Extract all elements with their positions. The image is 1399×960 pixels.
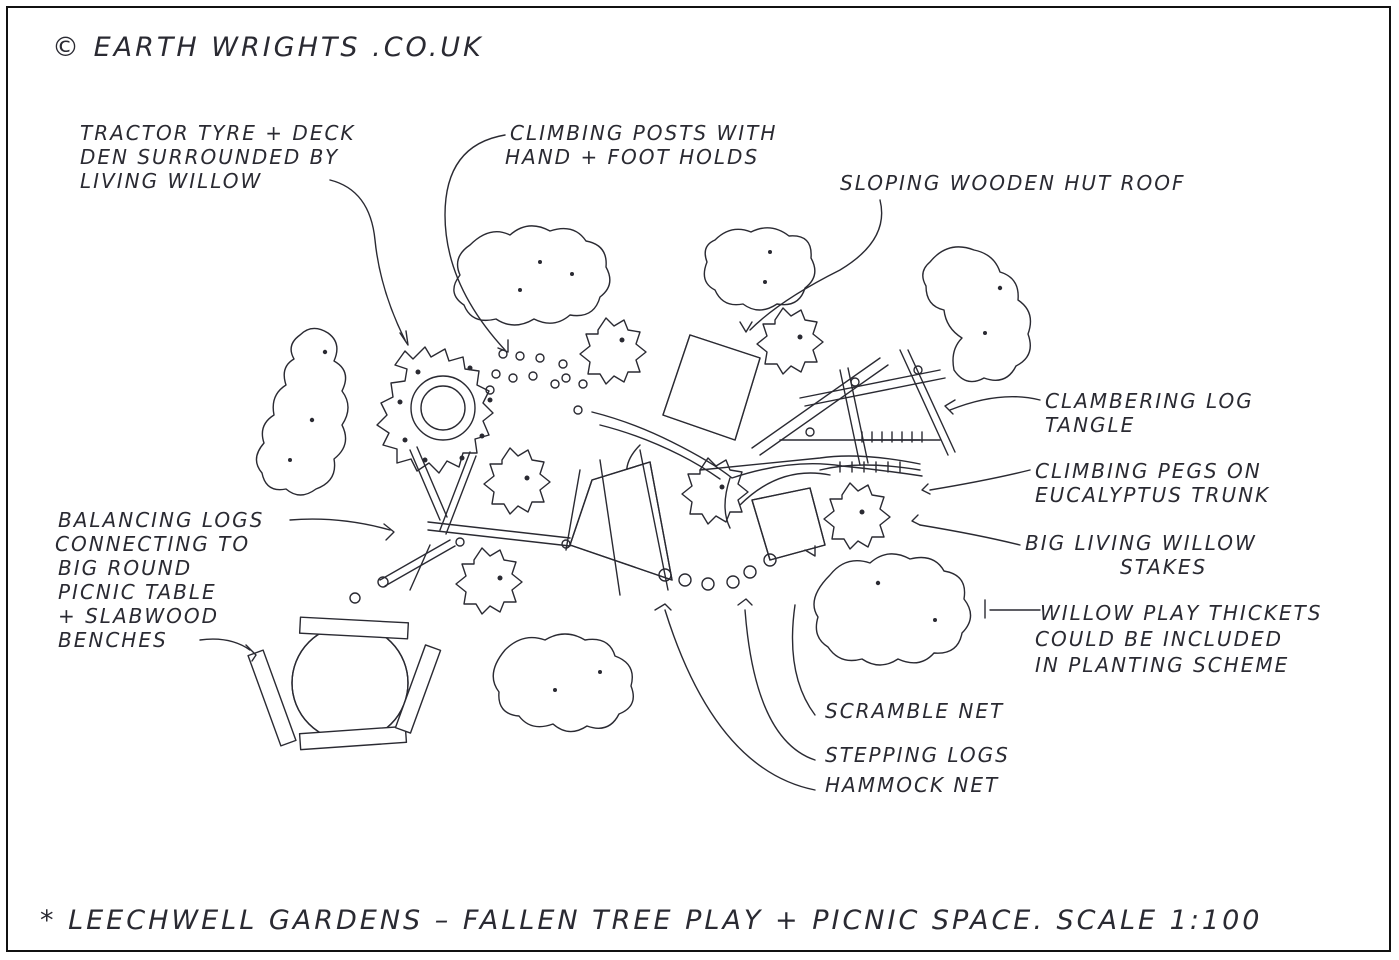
- scramble-net: [739, 472, 831, 561]
- label-tractor-tyre: TRACTOR TYRE + DECK DEN SURROUNDED BY LI…: [80, 121, 364, 193]
- label-scramble-net: SCRAMBLE NET: [825, 699, 1004, 723]
- tree-1: [579, 317, 647, 385]
- planting-shrubs: [255, 225, 1032, 733]
- clambering-log-tangle: [751, 349, 956, 466]
- label-willow-thickets: WILLOW PLAY THICKETS COULD BE INCLUDED I…: [1035, 601, 1331, 677]
- stepping-logs: [658, 553, 777, 591]
- shrub-left-tall: [255, 327, 349, 496]
- wooden-hut-roof: [662, 334, 761, 441]
- shrub-bottom-centre: [492, 633, 634, 733]
- label-climbing-posts: CLIMBING POSTS WITH HAND + FOOT HOLDS: [505, 121, 786, 169]
- balancing-logs: [349, 446, 571, 604]
- small-trees: [455, 307, 891, 615]
- shrub-top-left: [453, 225, 611, 326]
- drawing-frame: [6, 6, 1391, 952]
- tree-2: [756, 307, 824, 375]
- climbing-posts: [485, 349, 588, 415]
- label-willow-stakes: BIG LIVING WILLOW STAKES: [1025, 531, 1265, 579]
- label-hammock-net: HAMMOCK NET: [825, 773, 999, 797]
- copyright-text: © EARTH WRIGHTS .CO.UK: [52, 32, 484, 63]
- tree-3: [483, 447, 551, 515]
- label-log-tangle: CLAMBERING LOG TANGLE: [1045, 389, 1262, 437]
- tree-6: [823, 482, 891, 550]
- leader-lines: [199, 134, 1041, 791]
- label-hut-roof: SLOPING WOODEN HUT ROOF: [840, 171, 1186, 195]
- picnic-table: [247, 616, 442, 751]
- shrub-top-right: [922, 246, 1032, 383]
- label-climbing-pegs: CLIMBING PEGS ON EUCALYPTUS TRUNK: [1035, 459, 1270, 507]
- shrub-bottom-right: [813, 553, 972, 666]
- label-balancing-logs: BALANCING LOGS CONNECTING TO BIG ROUND P…: [55, 508, 273, 652]
- tree-5: [455, 547, 523, 615]
- annotations: TRACTOR TYRE + DECK DEN SURROUNDED BY LI…: [55, 121, 1331, 797]
- shrub-top-centre: [703, 227, 816, 311]
- climbing-pegs: [819, 431, 923, 473]
- label-stepping-logs: STEPPING LOGS: [825, 743, 1010, 767]
- tree-4: [681, 457, 749, 525]
- living-willow-ring: [376, 346, 494, 474]
- tractor-tyre-den: [376, 346, 494, 474]
- hammock-net: [565, 449, 673, 596]
- sketch-title: * LEECHWELL GARDENS – FALLEN TREE PLAY +…: [40, 905, 1262, 936]
